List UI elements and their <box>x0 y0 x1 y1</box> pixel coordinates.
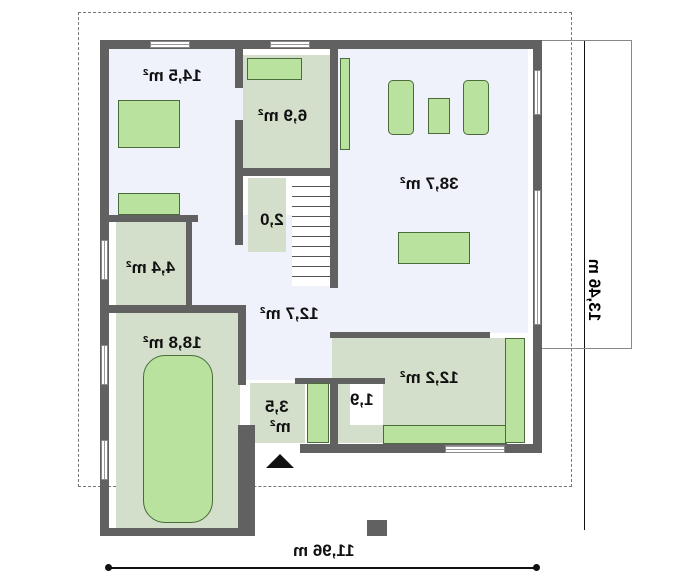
label-garage: 18,8 m² <box>143 333 202 352</box>
entrance-arrow-icon <box>266 454 294 468</box>
depth-label: 13,46 m <box>585 258 605 322</box>
sofa <box>388 80 414 135</box>
pantry <box>350 383 383 425</box>
staircase <box>292 178 330 286</box>
label-bathroom: 6,9 m² <box>258 106 308 125</box>
label-living-room: 38,7 m² <box>400 174 459 193</box>
sofa <box>463 80 489 135</box>
kitchen-counter <box>383 425 507 444</box>
bed <box>118 100 180 148</box>
label-utility: 4,4 m² <box>126 258 176 277</box>
width-dimension-line <box>108 567 536 569</box>
kitchen-counter-side <box>505 338 525 443</box>
label-vestibule: 3,5 <box>265 397 289 416</box>
closet <box>340 58 350 150</box>
label-kitchen: 12,2 m² <box>400 368 459 387</box>
wardrobe <box>118 193 180 215</box>
label-bedroom: 14,5 m² <box>143 66 202 85</box>
label-hall: 12,7 m² <box>260 304 319 323</box>
coffee-table <box>428 98 450 134</box>
vestibule <box>250 383 305 443</box>
bathtub <box>247 58 302 80</box>
label-pantry: 1,9 <box>350 390 374 409</box>
shoe-cabinet <box>307 383 329 443</box>
width-label: 11,96 m <box>293 541 355 560</box>
living-room <box>338 48 528 333</box>
label-vestibule-unit: m² <box>270 417 291 436</box>
utility-room <box>116 222 191 306</box>
wc <box>248 178 286 252</box>
roof-outline <box>78 12 572 487</box>
label-wc: 2,0 <box>260 210 284 229</box>
depth-dimension-line <box>584 40 585 530</box>
dining-table <box>398 232 470 264</box>
car <box>143 355 213 523</box>
